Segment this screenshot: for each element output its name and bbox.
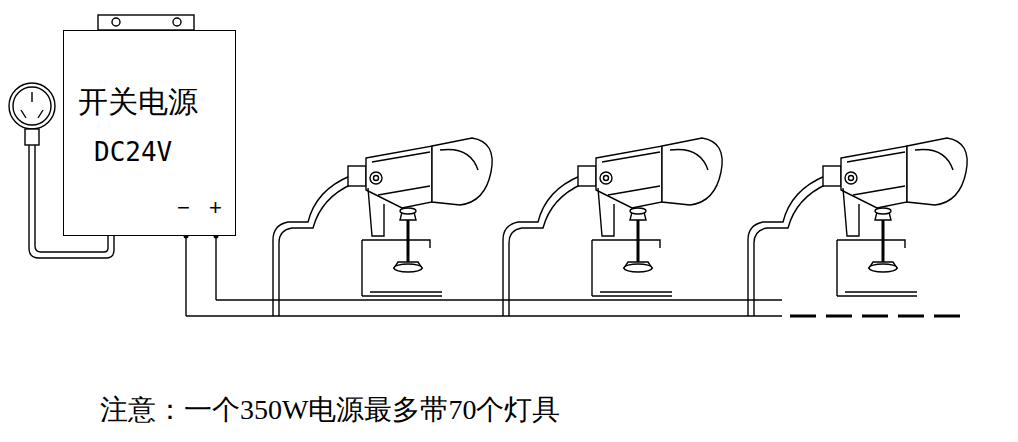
device-name: 开关电源 bbox=[78, 87, 198, 117]
terminal-sign: − bbox=[177, 197, 190, 219]
power-supply-box: 开关电源 DC24V −+ bbox=[63, 30, 236, 236]
terminal-sign: + bbox=[209, 197, 222, 219]
voltage-rating: DC24V bbox=[94, 139, 172, 165]
note-text: 注意：一个350W电源最多带70个灯具 bbox=[100, 396, 560, 424]
